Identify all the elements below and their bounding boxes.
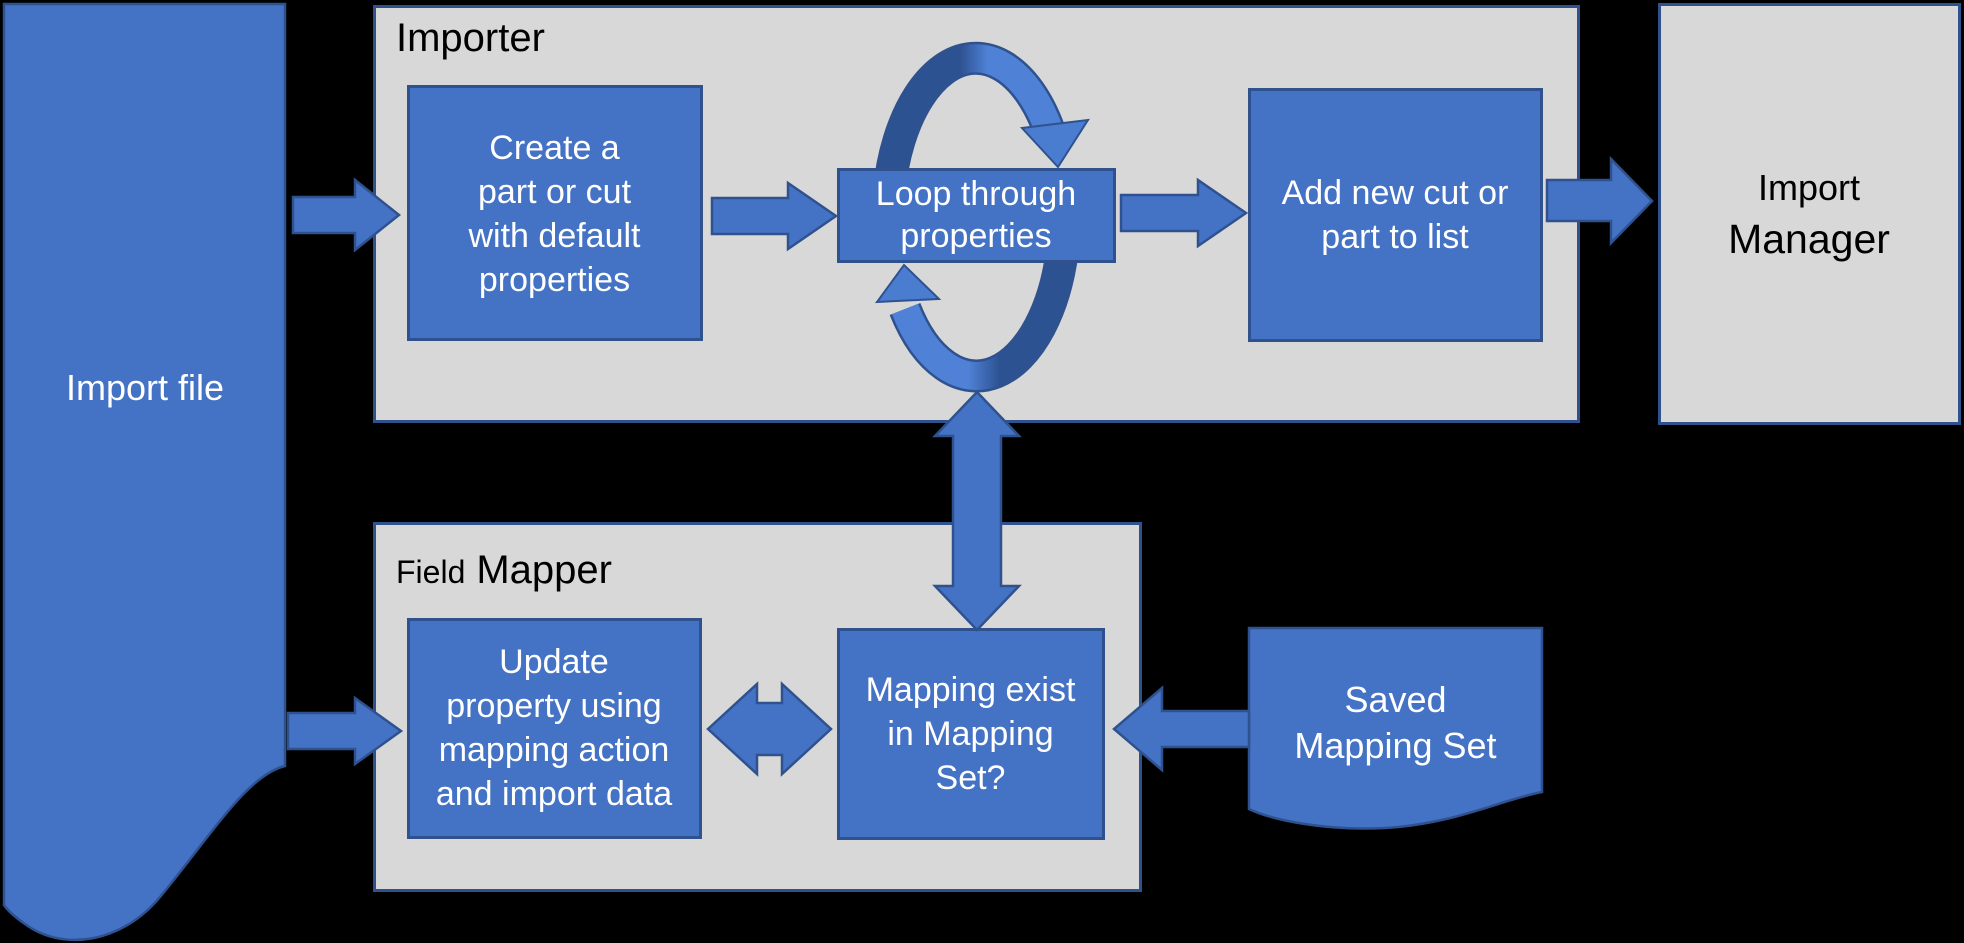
saved-mapping-set-document (1247, 626, 1544, 830)
loop-properties-label: Loop through properties (875, 175, 1077, 255)
mapping-exist-box (837, 628, 1105, 840)
importer-title: Importer (396, 16, 545, 60)
add-to-list-label: Add new cut or part to list (1281, 173, 1509, 256)
field-mapper-title-part2: Mapper (476, 548, 612, 592)
double-arrow-loop-mapping (932, 390, 1022, 632)
add-to-list-box (1248, 88, 1543, 342)
field-mapper-title-part1: Field (396, 554, 466, 590)
create-part-box (407, 85, 703, 341)
import-manager-label: Import Manager (1728, 166, 1890, 262)
arrow-create-to-loop (710, 180, 839, 252)
update-property-box (407, 618, 702, 839)
import-file-document (2, 2, 287, 942)
saved-mapping-set-label: Saved Mapping Set (1294, 678, 1497, 766)
loop-properties-box (837, 168, 1116, 263)
import-manager-box (1658, 3, 1961, 425)
import-file-label: Import file (65, 367, 225, 408)
loop-arc-bottom-arrowhead-icon (874, 263, 942, 304)
arrow-importfile-to-fieldmapper (286, 695, 404, 767)
mapping-exist-label: Mapping exist in Mapping Set? (865, 670, 1076, 797)
update-property-label: Update property using mapping action and… (435, 643, 673, 813)
arrow-loop-to-add (1119, 177, 1249, 249)
arrow-importfile-to-importer (291, 177, 402, 253)
field-mapper-title: Field Mapper (396, 548, 612, 593)
double-arrow-update-mapping (706, 681, 833, 777)
arrow-saved-to-mapping (1112, 685, 1251, 773)
loop-arc-bottom (891, 242, 1077, 390)
loop-arc-top-arrowhead-icon (1019, 118, 1090, 169)
arrow-add-to-importmanager (1545, 155, 1654, 247)
create-part-label: Create a part or cut with default proper… (468, 128, 641, 299)
